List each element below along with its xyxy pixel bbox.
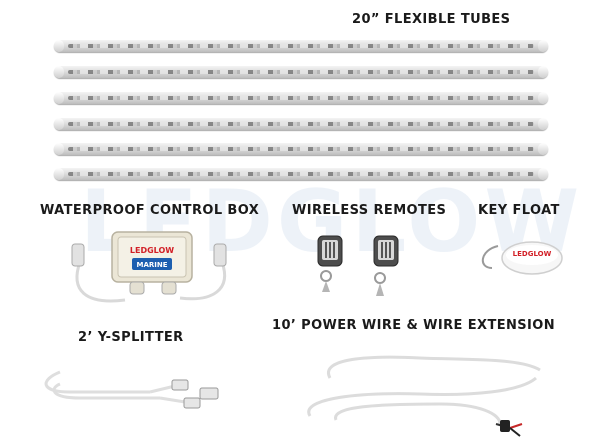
label-flexible-tubes: 20” FLEXIBLE TUBES — [352, 12, 511, 27]
wireless-remote — [317, 235, 343, 292]
led-tube — [54, 40, 548, 52]
led-tube — [54, 92, 548, 104]
label-power-wire: 10’ POWER WIRE & WIRE EXTENSION — [272, 318, 556, 333]
control-box-brand: LEDGLOW — [130, 246, 174, 255]
label-control-box: WATERPROOF CONTROL BOX — [40, 203, 260, 218]
led-tube — [54, 168, 548, 180]
key-float: LEDGLOW — [482, 241, 563, 275]
control-box-series: MARINE — [136, 261, 167, 269]
power-wire-extension — [307, 355, 541, 437]
key-float-brand: LEDGLOW — [513, 250, 552, 258]
led-tube — [54, 143, 548, 155]
led-tube — [54, 66, 548, 78]
wireless-remote — [373, 235, 399, 296]
label-key-float: KEY FLOAT — [478, 203, 560, 218]
label-wireless-remotes: WIRELESS REMOTES — [292, 203, 447, 218]
y-splitter-cable — [44, 370, 219, 409]
label-y-splitter: 2’ Y-SPLITTER — [78, 330, 184, 345]
led-tube — [54, 118, 548, 130]
control-box: LEDGLOW MARINE — [71, 231, 227, 303]
